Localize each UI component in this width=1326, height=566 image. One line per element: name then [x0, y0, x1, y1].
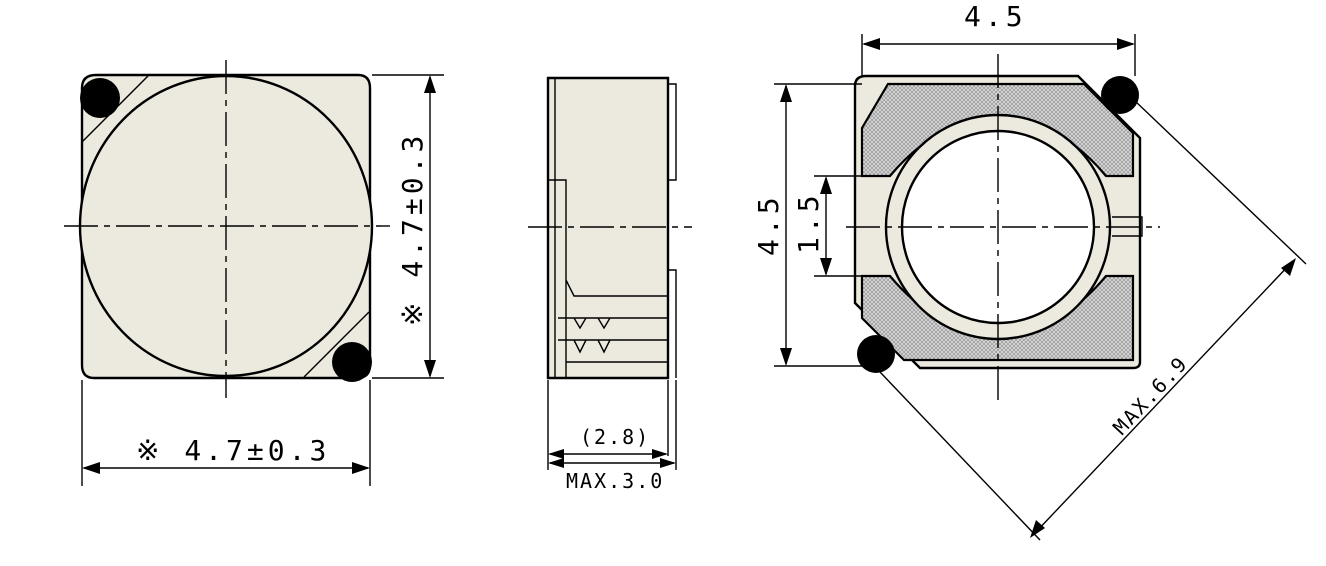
bottom-view-diag-arrow-tr: [1281, 258, 1296, 276]
bottom-view-width-label: 4.5: [964, 0, 1027, 33]
side-view-max-arrow-l: [548, 458, 564, 468]
top-view: ※ 4.7±0.3 ※ 4.7±0.3: [64, 60, 444, 486]
side-view-terminal-groove-1: [558, 317, 668, 330]
side-view-terminal-block: [565, 279, 668, 297]
bottom-view-height-arrow-b: [780, 348, 792, 366]
side-view-step-left: [548, 179, 567, 378]
side-view-lower-right-rail: [668, 269, 677, 378]
bottom-view-diag-dim-line: [1033, 261, 1293, 535]
top-view-height-arrow-b: [424, 360, 436, 378]
top-view-width-arrow-l: [82, 462, 100, 474]
bottom-view: 4.5 4.5 1.5 MAX.6.9: [752, 0, 1307, 541]
bottom-view-width-arrow-r: [1117, 38, 1135, 50]
bottom-view-height-arrow-t: [780, 84, 792, 102]
side-view-inner-arrow-r: [652, 449, 668, 459]
bottom-view-gap-arrow-t: [820, 176, 832, 194]
bottom-view-diag-ext-bl: [879, 371, 1041, 541]
bottom-view-diag-ext-tr: [1133, 99, 1307, 265]
side-view-inner-label: (2.8): [580, 425, 650, 449]
top-view-terminal-dot-br: [332, 342, 372, 382]
side-view-inner-arrow-l: [548, 449, 564, 459]
top-view-height-arrow-t: [424, 75, 436, 93]
bottom-view-terminal-dot-bl: [857, 335, 895, 373]
top-view-terminal-dot-tl: [80, 78, 120, 118]
bottom-view-gap-label: 1.5: [792, 191, 825, 254]
bottom-view-terminal-dot-tr: [1101, 76, 1139, 114]
bottom-view-side-tab: [1112, 216, 1143, 237]
top-view-terminal-bevel-br: [303, 311, 370, 378]
side-view: (2.8) MAX.3.0: [528, 76, 692, 493]
side-view-terminal-groove-2: [558, 339, 668, 354]
bottom-view-width-arrow-l: [862, 38, 880, 50]
top-view-height-label: ※ 4.7±0.3: [396, 132, 429, 326]
bottom-view-height-label: 4.5: [752, 193, 785, 256]
top-view-width-arrow-r: [352, 462, 370, 474]
top-view-width-label: ※ 4.7±0.3: [136, 434, 330, 467]
bottom-view-diag-arrow-bl: [1030, 520, 1045, 538]
side-view-max-arrow-r: [660, 458, 676, 468]
side-view-body: [546, 76, 670, 380]
side-view-max-label: MAX.3.0: [566, 469, 664, 493]
bottom-view-gap-arrow-b: [820, 258, 832, 276]
side-view-top-right-rail: [668, 83, 677, 181]
